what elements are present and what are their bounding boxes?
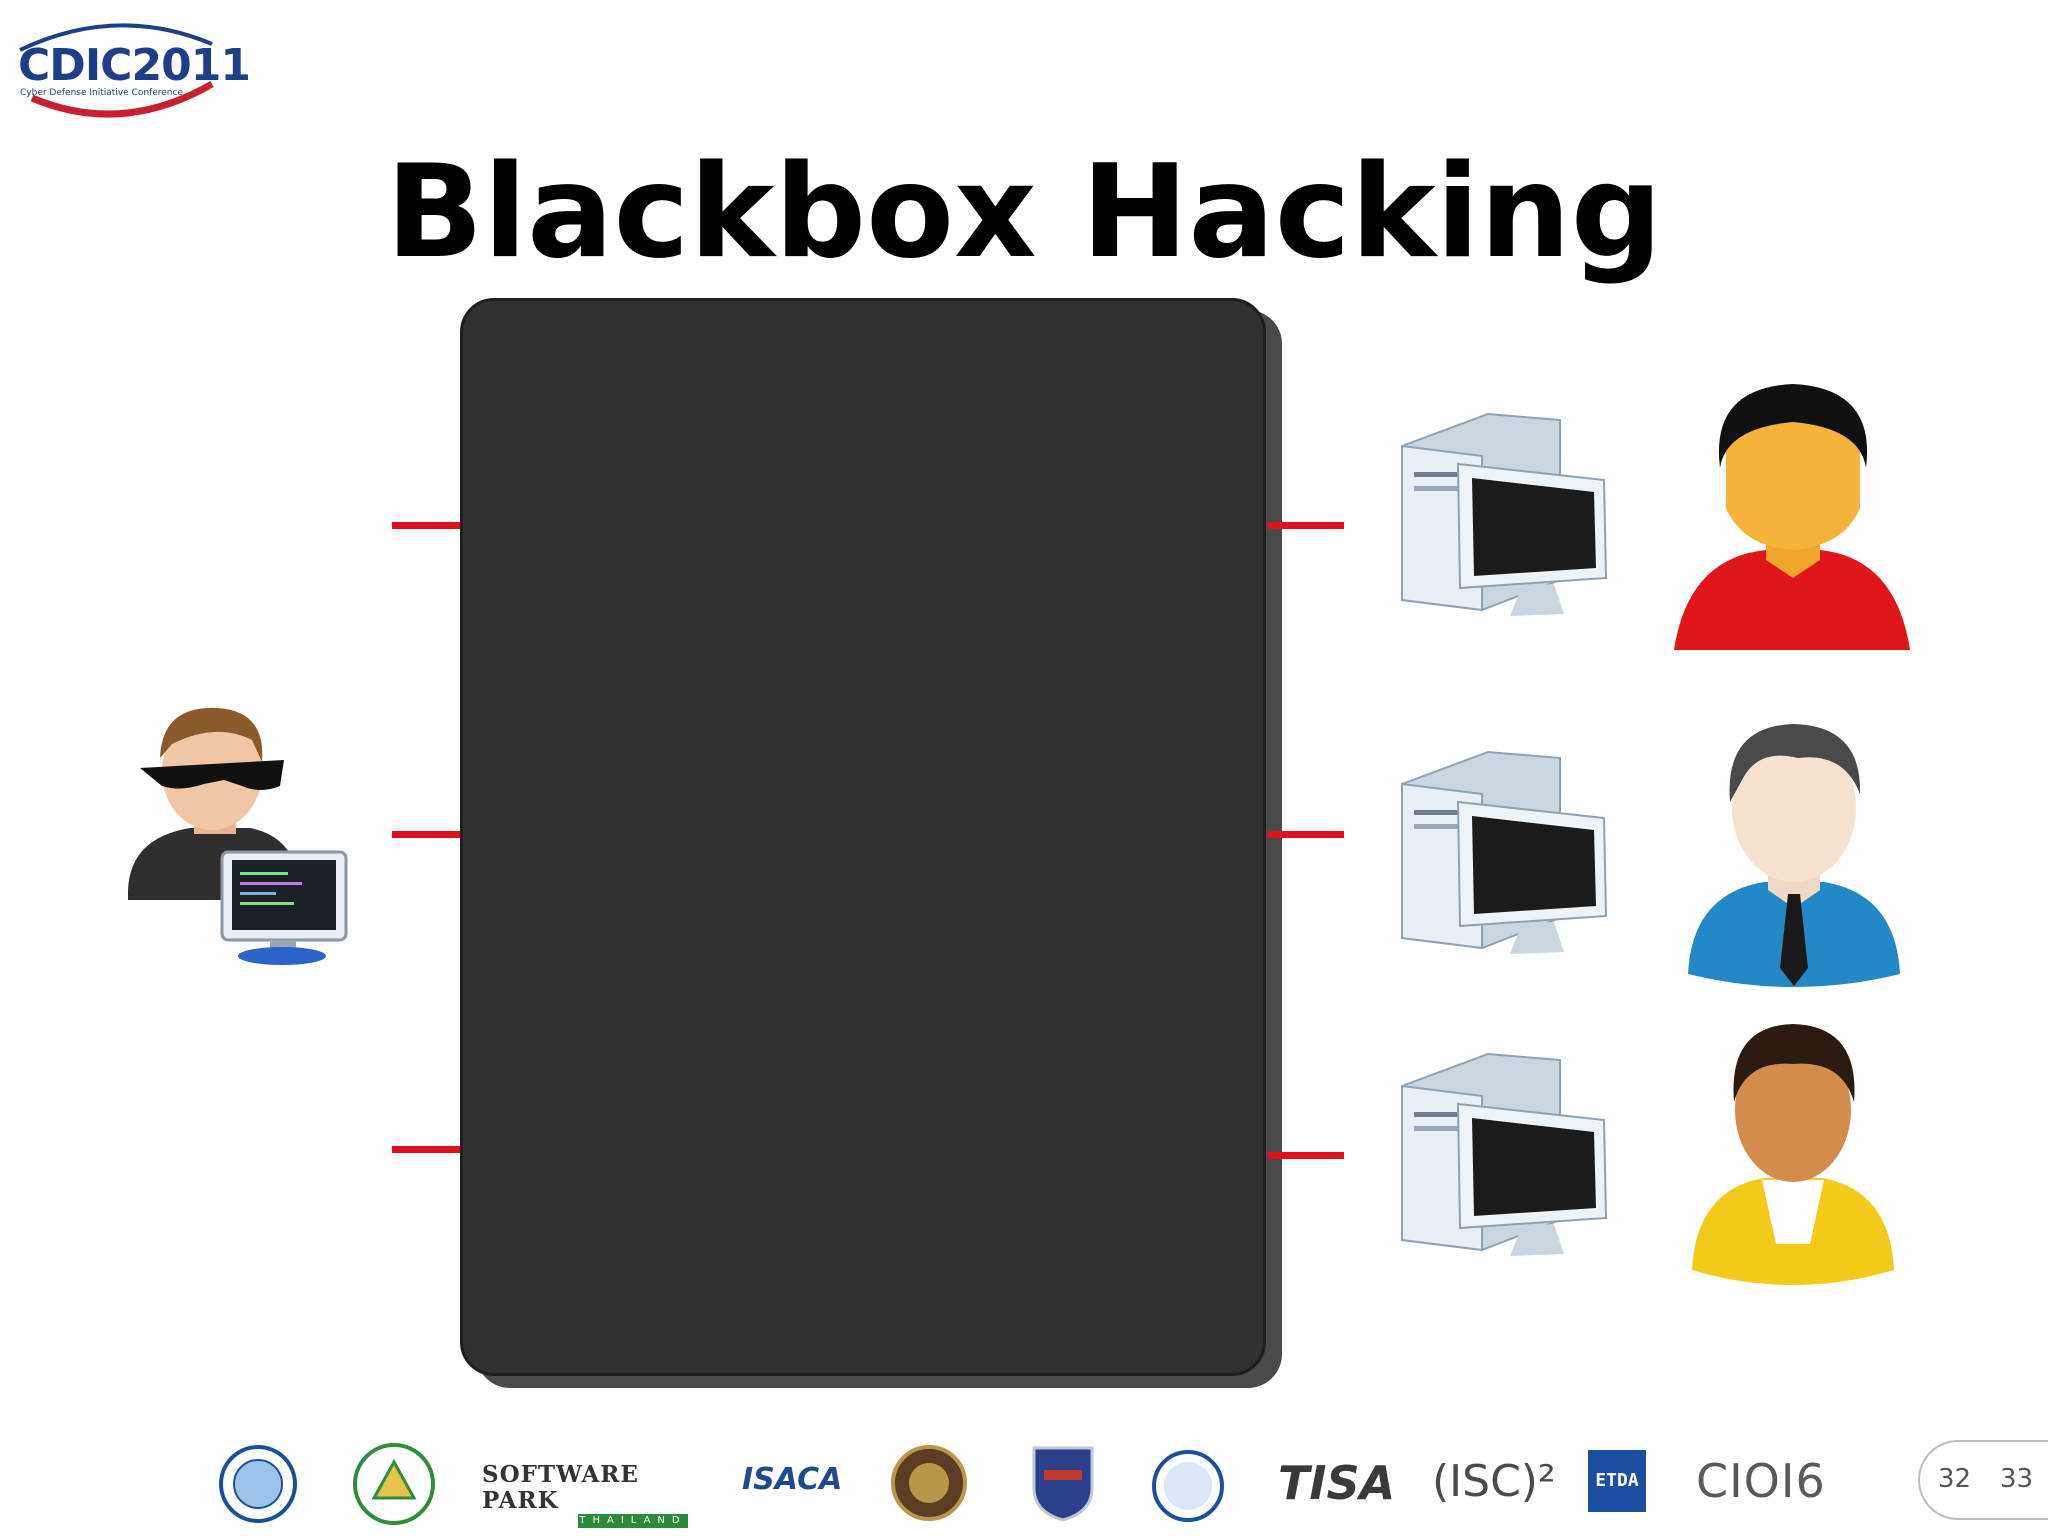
link-right-2 <box>1268 831 1344 838</box>
logo-subtitle: Cyber Defense Initiative Conference <box>20 88 183 98</box>
software-park-text: SOFTWARE PARK <box>482 1461 639 1514</box>
cioi6-logo: CIOI6 <box>1696 1454 1826 1508</box>
link-left-3 <box>392 1146 460 1153</box>
user-blue-shirt-tie-icon <box>1684 718 1904 990</box>
etda-logo: ETDA <box>1588 1450 1646 1512</box>
desktop-computer-icon <box>1398 748 1618 958</box>
link-left-2 <box>392 831 460 838</box>
logo-swoosh-icon <box>19 23 214 118</box>
logo-text: CDIC2011 <box>18 40 251 91</box>
software-park-sub: THAILAND <box>578 1514 688 1528</box>
sponsor-seal-icon <box>219 1445 297 1523</box>
blackbox <box>460 298 1266 1376</box>
user-red-shirt-icon <box>1670 382 1916 654</box>
user-yellow-shirt-icon <box>1690 1020 1896 1292</box>
isaca-logo: ISACA <box>742 1462 843 1497</box>
sponsor-bar: SOFTWARE PARK THAILAND ISACA TISA (ISC)²… <box>0 1440 2048 1536</box>
sponsor-shield-icon <box>1032 1446 1094 1522</box>
acis-logo-icon <box>1152 1450 1224 1522</box>
link-right-1 <box>1268 522 1344 529</box>
link-right-3 <box>1268 1152 1344 1159</box>
cdic-logo: CDIC2011 Cyber Defense Initiative Confer… <box>12 14 251 122</box>
next-page-number[interactable]: 33 <box>2000 1464 2034 1494</box>
sponsor-crest-icon <box>891 1445 967 1521</box>
hacker-with-monitor-icon <box>120 700 360 970</box>
current-page-number: 32 <box>1938 1464 1972 1494</box>
software-park-logo: SOFTWARE PARK THAILAND <box>482 1462 692 1528</box>
isc2-logo: (ISC)² <box>1432 1456 1556 1507</box>
desktop-computer-icon <box>1398 1050 1618 1260</box>
link-left-1 <box>392 522 460 529</box>
tisa-logo: TISA <box>1278 1456 1396 1510</box>
slide-title: Blackbox Hacking <box>385 138 1663 287</box>
desktop-computer-icon <box>1398 410 1618 620</box>
sponsor-emblem-icon <box>353 1443 435 1525</box>
page-indicator: 32 33 <box>1918 1440 2048 1520</box>
